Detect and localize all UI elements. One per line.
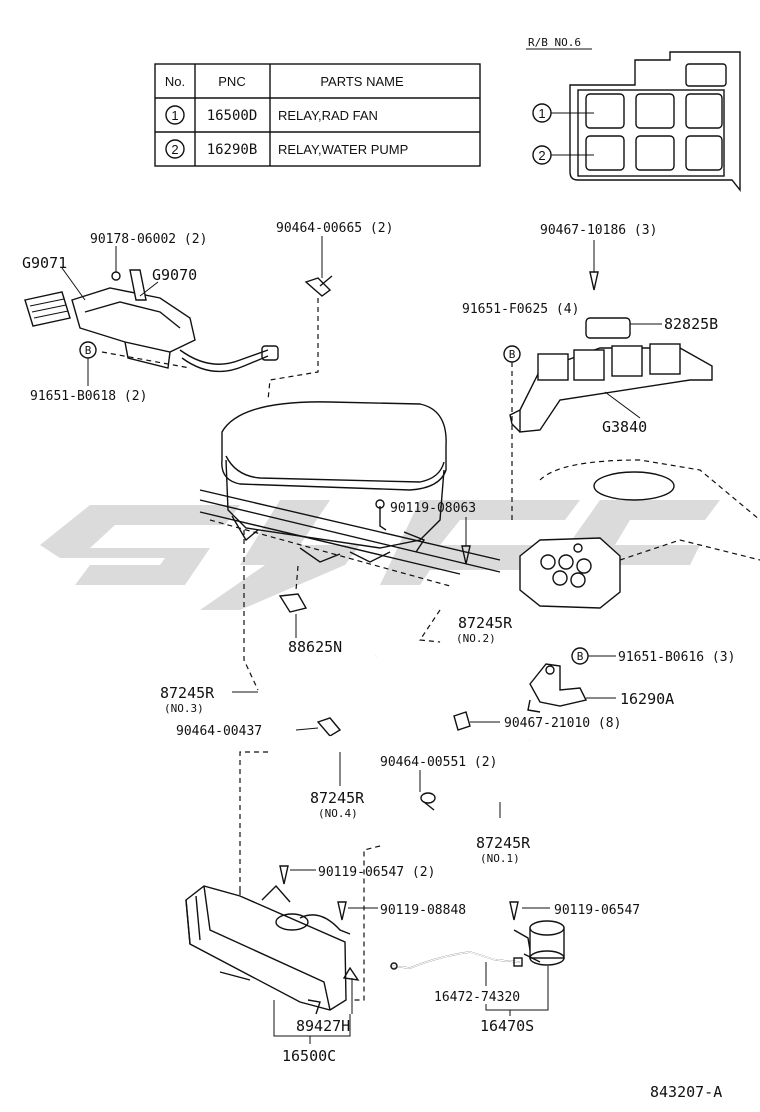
part-label-91651-b0616: 91651-B0616 (3)	[618, 650, 735, 665]
part-label-90464-00437: 90464-00437	[176, 724, 262, 739]
bolt-marker-label: B	[577, 650, 584, 663]
part-label-g3840: G3840	[602, 418, 647, 436]
part-label-16290a: 16290A	[620, 690, 674, 708]
part-label-90178-06002: 90178-06002 (2)	[90, 232, 207, 247]
table-row-no: 1	[171, 108, 178, 123]
part-label-91651-f0625: 91651-F0625 (4)	[462, 302, 579, 317]
reservoir-tank	[199, 401, 501, 587]
circled-number-icon	[165, 105, 185, 125]
part-label-16470s: 16470S	[480, 1017, 534, 1035]
table-row-pnc: 16500D	[207, 108, 258, 124]
part-label-90467-10186: 90467-10186 (3)	[540, 223, 657, 238]
part-label-g9070: G9070	[152, 266, 197, 284]
relay-block-diagram: R/B NO.6 1 2	[526, 36, 741, 192]
bolt-icon	[337, 901, 347, 921]
hose-clamp-icon	[304, 275, 333, 297]
part-label-87245r-no1: 87245R	[476, 834, 531, 852]
radiator-fan-motor	[185, 884, 360, 1015]
hose-no3	[257, 654, 377, 699]
part-label-88625n: 88625N	[288, 638, 342, 656]
table-row-pnc: 16290B	[207, 142, 258, 158]
hose-clamp-icon	[453, 711, 471, 731]
motor-assembly	[513, 920, 565, 966]
hose-no1	[378, 739, 532, 847]
part-label-16472-74320: 16472-74320	[434, 990, 520, 1005]
relay-bracket-left	[24, 246, 279, 373]
bolt-icon	[589, 271, 599, 291]
part-label-90464-00665: 90464-00665 (2)	[276, 221, 393, 236]
part-label-87245r-no4: 87245R	[310, 789, 365, 807]
part-label-90119-08063: 90119-08063	[390, 501, 476, 516]
table-row-no: 2	[171, 142, 178, 157]
engine-cover	[519, 459, 760, 609]
table-row-name: RELAY,RAD FAN	[278, 108, 378, 123]
part-label-90467-21010: 90467-21010 (8)	[504, 716, 621, 731]
table-header-pnc: PNC	[218, 74, 245, 89]
diagram-id: 843207-A	[650, 1083, 722, 1101]
part-label-90119-08848: 90119-08848	[380, 903, 466, 918]
bolt-marker-label: B	[509, 348, 516, 361]
part-label-91651-b0618: 91651-B0618 (2)	[30, 389, 147, 404]
circled-number-icon	[165, 139, 185, 159]
part-label-16500c: 16500C	[282, 1047, 336, 1065]
bolt-icon	[461, 545, 471, 565]
part-label-g9071: G9071	[22, 254, 67, 272]
hose-clamp-icon	[420, 792, 436, 804]
relay-bracket-right	[509, 317, 713, 433]
hose-number-no2: (NO.2)	[456, 632, 496, 645]
part-label-90119-06547-2: 90119-06547 (2)	[318, 865, 435, 880]
table-header-parts-name: PARTS NAME	[320, 74, 404, 89]
relay-block-title: R/B NO.6	[528, 36, 581, 49]
hose-number-no3: (NO.3)	[164, 702, 204, 715]
sensor-icon	[278, 593, 308, 613]
hose-no2	[438, 641, 521, 682]
part-label-87245r-no3: 87245R	[160, 684, 215, 702]
parts-table: No. PNC PARTS NAME 1 16500D RELAY,RAD FA…	[154, 63, 481, 167]
hose-number-no4: (NO.4)	[318, 807, 358, 820]
table-row-name: RELAY,WATER PUMP	[278, 142, 408, 157]
table-header-no: No.	[165, 74, 185, 89]
part-label-90464-00551: 90464-00551 (2)	[380, 755, 497, 770]
hose-clamp-icon	[316, 717, 342, 737]
bolt-icon	[279, 865, 289, 885]
water-pump-relay	[527, 663, 588, 713]
bolt-marker-label: B	[85, 344, 92, 357]
relay-callout-1: 1	[538, 106, 545, 121]
hose-number-no1: (NO.1)	[480, 852, 520, 865]
part-label-82825b: 82825B	[664, 315, 718, 333]
part-label-87245r-no2: 87245R	[458, 614, 513, 632]
wire-harness	[389, 951, 523, 970]
relay-callout-2: 2	[538, 148, 545, 163]
hose-no4	[267, 724, 449, 760]
part-label-89427h: 89427H	[296, 1017, 350, 1035]
part-label-90119-06547: 90119-06547	[554, 903, 640, 918]
bolt-icon	[509, 901, 519, 921]
